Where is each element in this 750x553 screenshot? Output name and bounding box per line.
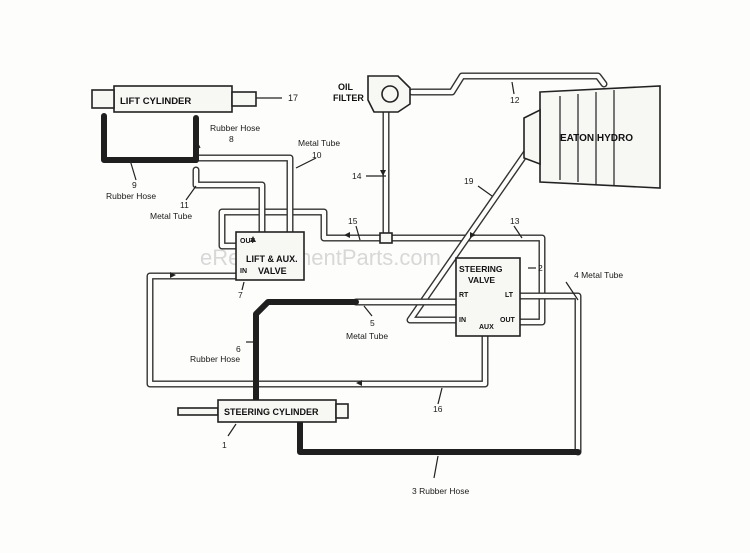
- callout-11-text: Metal Tube: [150, 211, 192, 221]
- callout-9-text: Rubber Hose: [106, 191, 156, 201]
- callout-3: 3 Rubber Hose: [412, 486, 469, 496]
- tube-16: [146, 272, 489, 388]
- steer-port-rt: RT: [459, 292, 469, 299]
- eaton-hydro-flange: [523, 108, 541, 166]
- callout-14: 14: [352, 171, 362, 181]
- callout-5-num: 5: [370, 318, 375, 328]
- lift-cylinder-label: LIFT CYLINDER: [120, 96, 191, 107]
- callout-5-text: Metal Tube: [346, 331, 388, 341]
- callout-19: 19: [464, 176, 474, 186]
- eaton-hydro: EATON HYDRO: [523, 85, 661, 189]
- oil-filter-label-2: FILTER: [333, 93, 364, 103]
- callouts: 17 Rubber Hose 8 Metal Tube 10 9 Rubber …: [106, 93, 623, 496]
- lift-aux-valve-label-2: VALVE: [258, 266, 287, 276]
- steer-port-out: OUT: [500, 317, 516, 324]
- callout-17: 17: [288, 93, 298, 103]
- steering-valve: STEERING VALVE RT LT IN AUX OUT: [455, 257, 521, 337]
- metal-tubes: [146, 72, 608, 456]
- steering-cylinder-rod: [177, 407, 219, 416]
- callout-7: 7: [238, 290, 243, 300]
- steering-valve-label-2: VALVE: [468, 275, 495, 285]
- callout-leaders: [129, 81, 579, 479]
- steering-cylinder-end: [335, 403, 349, 419]
- oil-filter-label-1: OIL: [338, 82, 354, 92]
- lift-cylinder: LIFT CYLINDER: [91, 85, 257, 113]
- callout-12: 12: [510, 95, 520, 105]
- callout-10-text: Metal Tube: [298, 138, 340, 148]
- steer-port-in: IN: [459, 317, 466, 324]
- lift-cylinder-rod: [231, 91, 257, 107]
- callout-15: 15: [348, 216, 358, 226]
- lift-aux-valve: LIFT & AUX. VALVE OUT IN: [235, 231, 305, 281]
- rubber-hoses: [101, 113, 581, 455]
- callout-2: 2: [538, 263, 543, 273]
- lift-port-out: OUT: [240, 238, 256, 245]
- lift-aux-valve-label-1: LIFT & AUX.: [246, 254, 298, 264]
- lift-port-in: IN: [240, 268, 247, 275]
- flow-arrows: [170, 170, 476, 386]
- oil-filter: OIL FILTER: [333, 75, 411, 113]
- steering-valve-label-1: STEERING: [459, 264, 503, 274]
- callout-6-num: 6: [236, 344, 241, 354]
- hose-6: [253, 299, 359, 403]
- callout-8-num: 8: [229, 134, 234, 144]
- lift-cylinder-end: [91, 89, 115, 109]
- tee-fitting: [379, 232, 393, 244]
- steering-valve-body: [455, 257, 521, 337]
- hose-9: [101, 113, 199, 163]
- callout-10-num: 10: [312, 150, 322, 160]
- steering-cylinder-label: STEERING CYLINDER: [224, 407, 319, 417]
- callout-6-text: Rubber Hose: [190, 354, 240, 364]
- steer-port-aux: AUX: [479, 324, 494, 331]
- callout-9-num: 9: [132, 180, 137, 190]
- callout-4: 4 Metal Tube: [574, 270, 623, 280]
- callout-11-num: 11: [180, 200, 189, 210]
- eaton-hydro-label: EATON HYDRO: [560, 133, 633, 144]
- steer-port-lt: LT: [505, 292, 514, 299]
- callout-8-text: Rubber Hose: [210, 123, 260, 133]
- steering-cylinder: STEERING CYLINDER: [177, 399, 349, 423]
- callout-13: 13: [510, 216, 520, 226]
- callout-16: 16: [433, 404, 443, 414]
- callout-1: 1: [222, 440, 227, 450]
- lift-aux-valve-body: [235, 231, 305, 281]
- hose-3: [297, 409, 581, 455]
